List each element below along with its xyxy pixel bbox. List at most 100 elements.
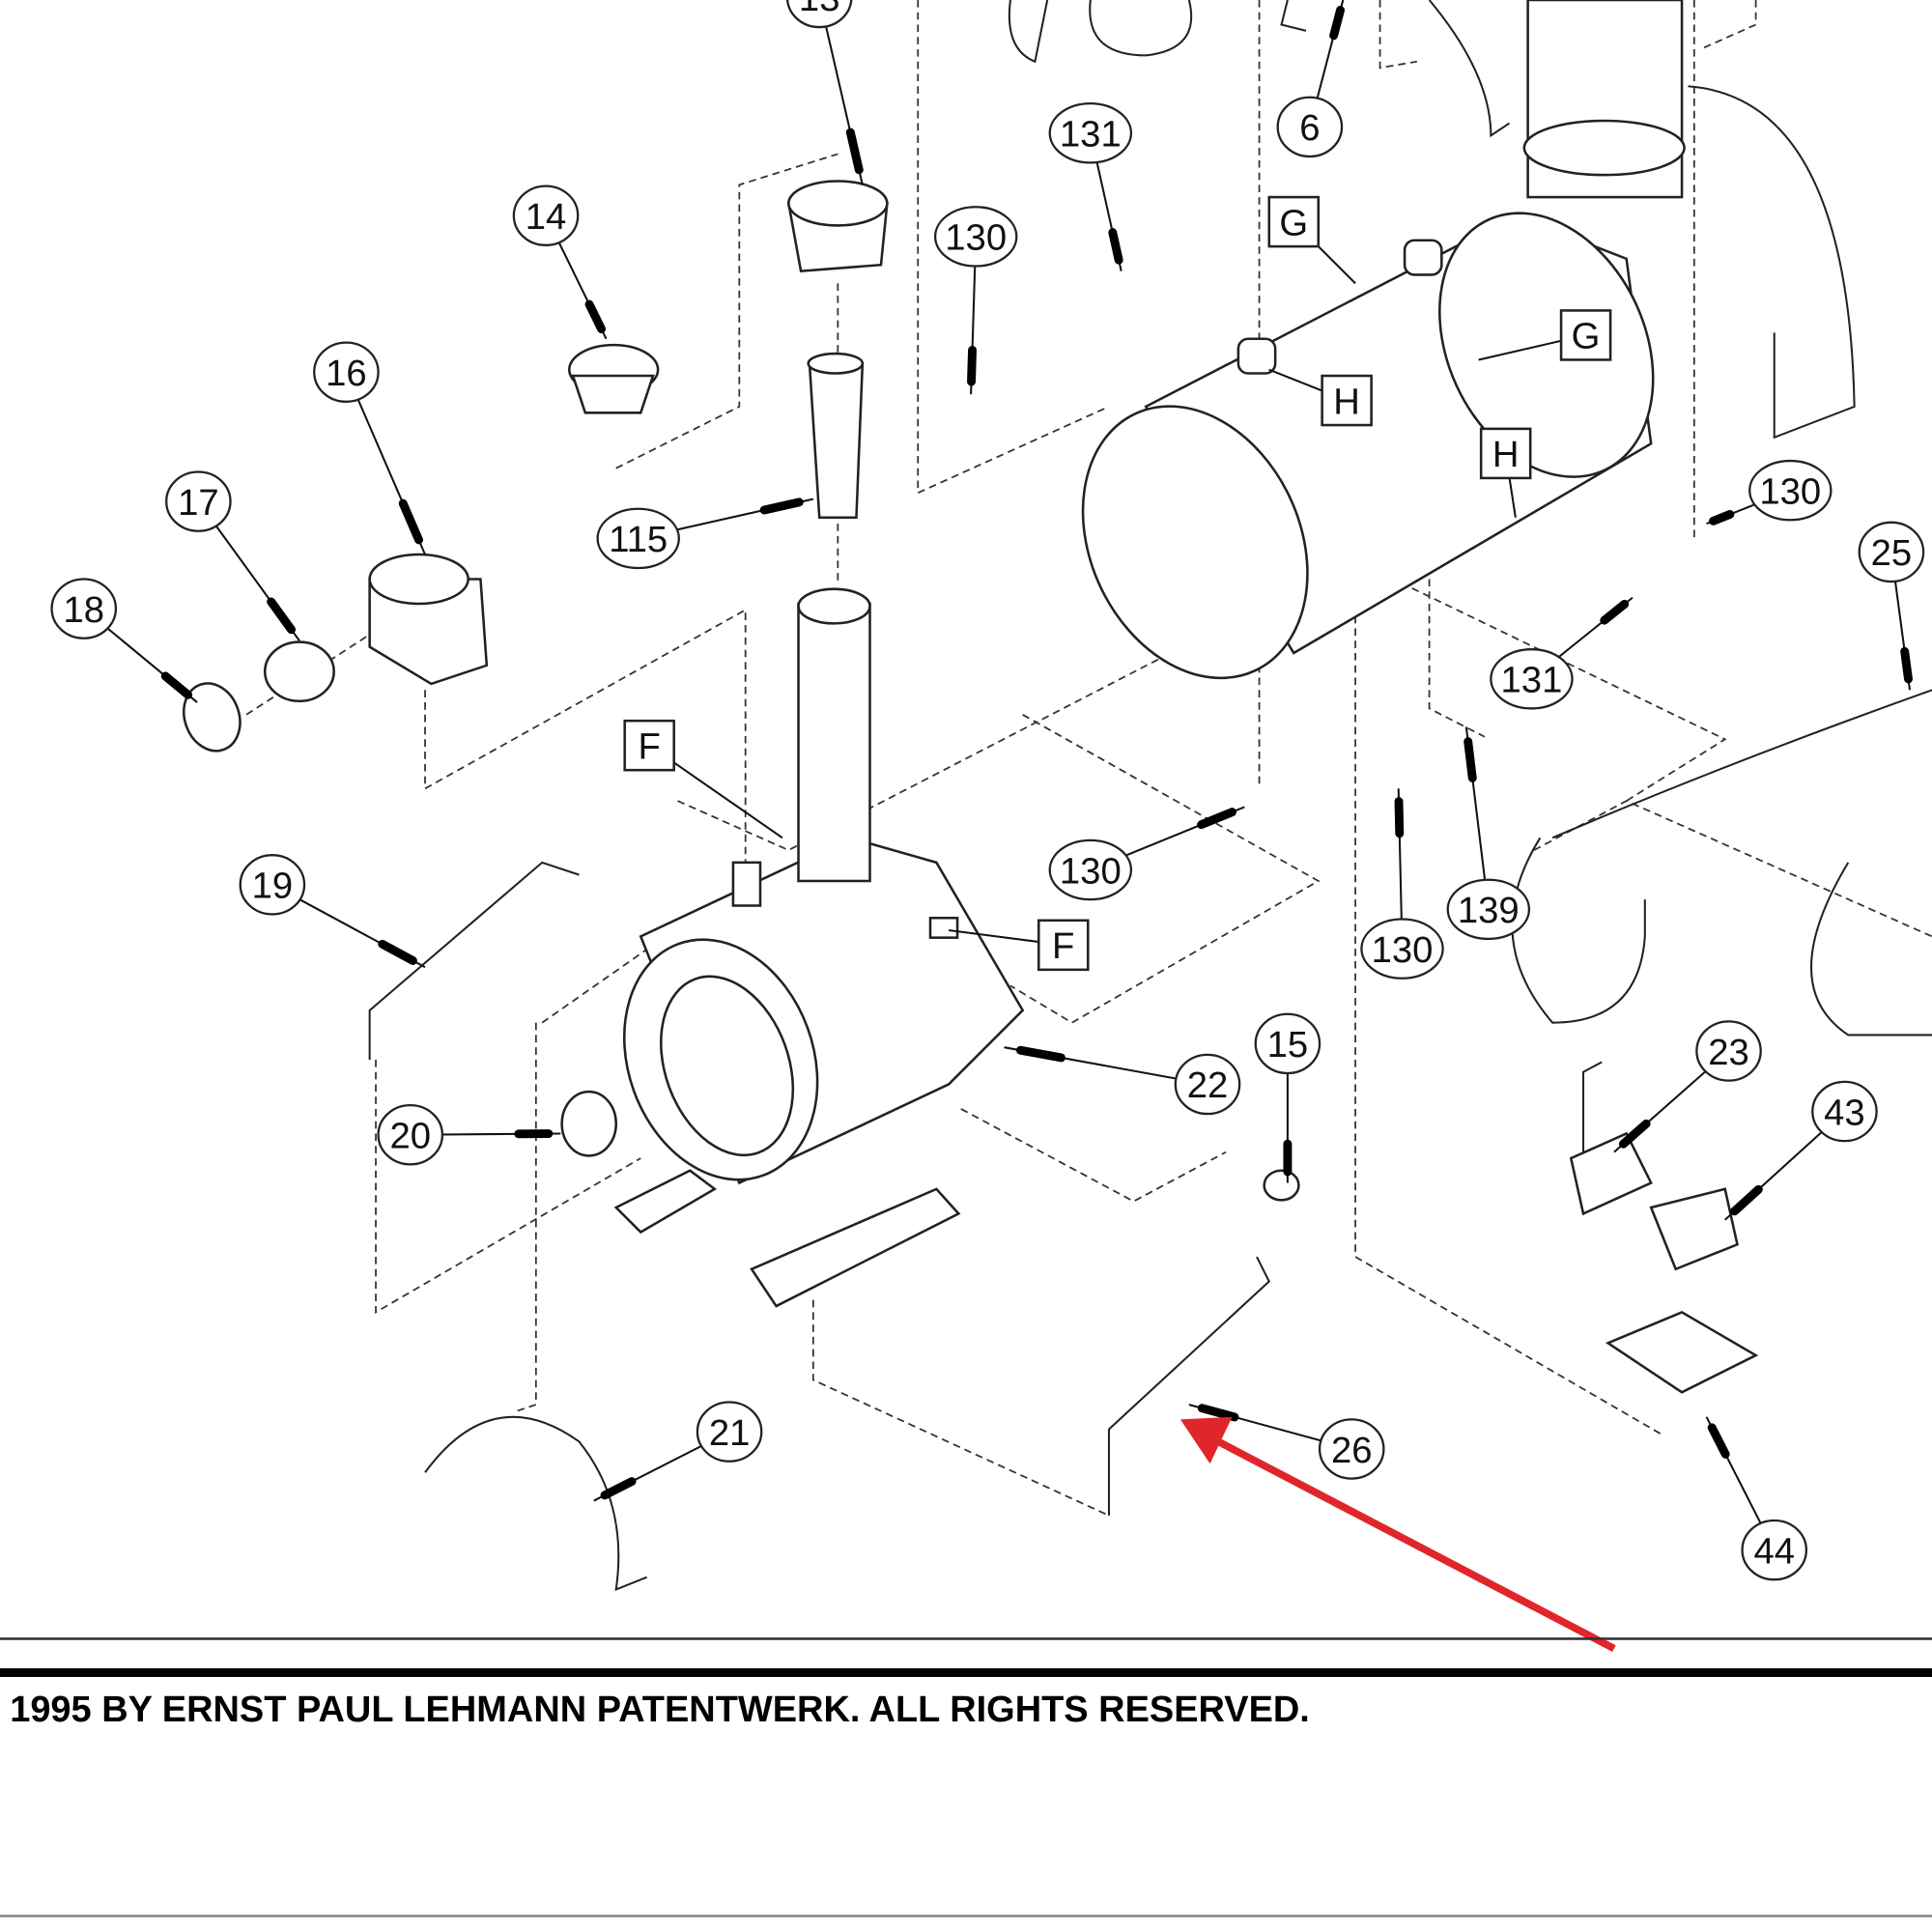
callout-number: 19 [252, 866, 294, 907]
callout-bubble [1360, 918, 1444, 980]
callout-139: 139 [1446, 878, 1531, 941]
callout-bubble [1811, 1080, 1878, 1143]
leader-bold-segment [1730, 1184, 1763, 1216]
callout-number: 130 [1759, 470, 1821, 512]
letter-box [1479, 427, 1532, 480]
leader-bold-segment [845, 128, 864, 175]
callout-21: 21 [696, 1401, 763, 1463]
leader-bold-segment [1900, 646, 1913, 684]
callout-bubble [165, 470, 232, 532]
letter-label-h: H [1479, 427, 1532, 480]
callout-19: 19 [239, 854, 306, 916]
callout-bubble [786, 0, 853, 29]
boiler-assembly [613, 587, 1025, 1308]
leader-bold-segment [1197, 1404, 1239, 1422]
callout-number: 130 [945, 217, 1007, 259]
leader-bold-segment [160, 671, 193, 699]
callout-bubble [1446, 878, 1531, 941]
callout-number: 16 [326, 353, 367, 394]
callout-bubble [313, 341, 380, 403]
callout-number: 25 [1871, 532, 1913, 574]
letter-box [1267, 195, 1321, 248]
callout-bubble [1741, 1519, 1808, 1581]
callout-bubble [1254, 1012, 1321, 1075]
assembly-letter-labels: G G H H F F [623, 195, 1612, 972]
letter-label-g: G [1559, 309, 1612, 361]
callout-23: 23 [1695, 1020, 1762, 1082]
letter-text: H [1492, 434, 1520, 475]
letter-box [623, 719, 675, 772]
callout-number: 17 [178, 482, 219, 524]
callout-number: 131 [1501, 660, 1563, 701]
leader-bold-segment [759, 497, 804, 515]
callout-number: 44 [1753, 1530, 1795, 1572]
copyright-text: 1995 BY ERNST PAUL LEHMANN PATENTWERK. A… [10, 1689, 1310, 1730]
callout-bubble [1858, 521, 1925, 583]
callout-number: 20 [389, 1116, 431, 1157]
leader-bold-segment [1618, 1119, 1651, 1149]
callout-130: 130 [1748, 459, 1833, 522]
leader-bold-segment [267, 597, 297, 635]
callout-14: 14 [512, 185, 580, 246]
callout-131: 131 [1048, 101, 1133, 164]
leader-bold-segment [1329, 6, 1346, 41]
callout-bubble [512, 185, 580, 246]
letter-label-g: G [1267, 195, 1321, 248]
callout-number: 22 [1187, 1065, 1229, 1106]
callout-131: 131 [1490, 648, 1574, 710]
letter-box [1321, 374, 1373, 427]
leader-bold-segment [584, 299, 607, 334]
leader-bold-segment [967, 345, 977, 386]
callout-number: 23 [1708, 1032, 1749, 1073]
leader-bold-segment [1394, 797, 1405, 838]
callout-number: 6 [1299, 107, 1320, 149]
letter-label-f: F [1037, 919, 1090, 972]
callout-bubble [933, 206, 1018, 268]
callout-130: 130 [1360, 918, 1444, 980]
callout-25: 25 [1858, 521, 1925, 583]
callout-bubble [1048, 838, 1133, 901]
callout-number: 139 [1458, 890, 1520, 931]
letter-label-h: H [1321, 374, 1373, 427]
red-annotation-arrow [1179, 1416, 1616, 1653]
letter-text: G [1572, 316, 1601, 357]
leader-bold-segment [1709, 509, 1735, 526]
callout-6: 6 [1276, 96, 1344, 158]
letter-text: H [1333, 381, 1360, 422]
callout-26: 26 [1318, 1418, 1385, 1480]
letter-text: G [1279, 202, 1308, 243]
leader-bold-segment [600, 1477, 637, 1500]
callout-130: 130 [1048, 838, 1133, 901]
callout-number: 131 [1060, 114, 1122, 156]
leader-bold-segment [1015, 1045, 1065, 1063]
leader-bold-segment [398, 498, 423, 545]
callout-number: 115 [609, 519, 668, 560]
callout-bubble [1490, 648, 1574, 710]
callout-number: 13 [799, 0, 840, 19]
callout-bubble [50, 578, 118, 639]
callout-bubble [1048, 101, 1133, 164]
leader-bold-segment [1707, 1423, 1730, 1459]
letter-text: F [1052, 925, 1074, 967]
main-boiler-cylinder [1081, 0, 1856, 680]
letter-text: F [639, 725, 661, 767]
letter-box [1037, 919, 1090, 972]
callout-16: 16 [313, 341, 380, 403]
callout-bubble [696, 1401, 763, 1463]
part-number-callouts: 13 14 16 17 18 115 130 131 6 130 25 131 139 130 130 19 2… [50, 0, 1925, 1581]
leader-bold-segment [1197, 808, 1236, 830]
leader-bold-segment [378, 939, 417, 965]
callout-20: 20 [377, 1103, 444, 1166]
callout-130: 130 [933, 206, 1018, 268]
callout-number: 18 [63, 589, 104, 631]
callout-bubble [1318, 1418, 1385, 1480]
leader-bold-segment [1600, 599, 1630, 625]
callout-115: 115 [596, 507, 680, 570]
callout-bubble [239, 854, 306, 916]
leader-bold-segment [1463, 737, 1477, 782]
callout-15: 15 [1254, 1012, 1321, 1075]
leader-bold-segment [1108, 228, 1123, 265]
callout-bubble [596, 507, 680, 570]
